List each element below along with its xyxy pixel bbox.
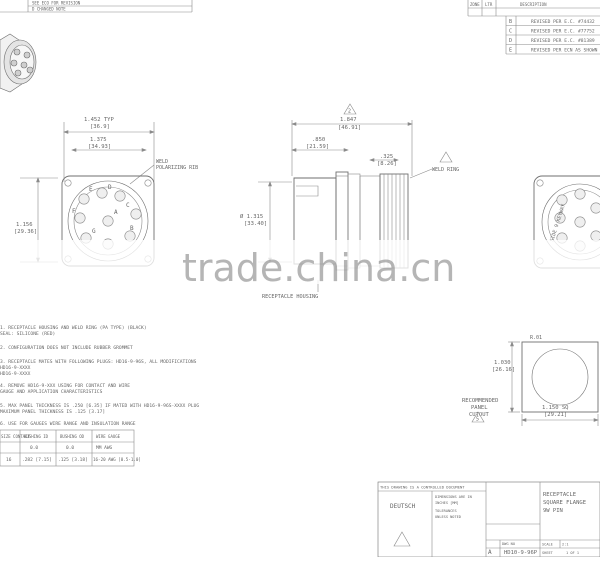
strip-label: SEE ECO FOR REVISION [32, 1, 81, 6]
pin-letter-d: D [108, 184, 112, 191]
dim-inner-mm: [34.93] [88, 144, 111, 150]
pin-letter-e: E [89, 186, 93, 193]
flag-cutout: 5 [476, 417, 479, 423]
revision-strip-top-left: SEE ECO FOR REVISION D CHANGED NOTE [0, 0, 193, 13]
rev-col-desc: DESCRIPTION [520, 2, 547, 7]
rev-desc-2: REVISED PER E.C. #77752 [531, 29, 595, 35]
tb-title-1: RECEPTACLE [543, 492, 576, 498]
dim-mid-mm: [21.59] [306, 144, 329, 150]
tb-scale-label: SCALE [542, 543, 553, 547]
note-3: 3. RECEPTACLE MATES WITH FOLLOWING PLUGS… [0, 360, 197, 365]
dim-dia-mm: [33.40] [244, 221, 267, 227]
dim-side: 1.156 [16, 222, 33, 228]
tbl-h-gauge: WIRE GAUGE [96, 434, 121, 439]
leader-label-2: POLARIZING RIB [156, 165, 198, 171]
tb-company: DEUTSCH [390, 503, 416, 510]
note-6: 6. USE FOR GAUGES WIRE RANGE AND INSULAT… [0, 422, 136, 427]
watermark: trade.china.cn [182, 246, 456, 290]
tbl-h-size: SIZE CONTACT [1, 434, 30, 439]
tb-field-2: INCHES [MM] [435, 501, 459, 505]
dim-right-mm: [8.26] [377, 161, 397, 167]
tb-sheet: 1 OF 1 [566, 551, 579, 555]
revision-block: ZONE LTR DESCRIPTION B REVISED PER E.C. … [467, 0, 600, 55]
rev-desc-3: REVISED PER E.C. #81389 [531, 38, 595, 44]
weld-ring-label: WELD RING [432, 167, 459, 173]
dim-right: .325 [380, 154, 393, 160]
cutout-label-1: RECOMMENDED [462, 398, 498, 404]
rev-ltr-3: D [509, 38, 512, 44]
pin-letter-b: B [130, 225, 134, 232]
pin-letter-a: A [114, 209, 118, 216]
cutout-label-2: PANEL [471, 405, 488, 411]
tb-sheet-label: SHEET [542, 551, 554, 555]
note-4b: GAUGE AND APPLICATION CHARACTERISTICS [0, 390, 103, 395]
dim-overall-mm: [36.9] [90, 124, 110, 130]
pin-letter-f: F [72, 208, 76, 215]
cutout-dim-h: 1.150 SQ [542, 405, 569, 411]
note-3b: HD16-9-XXXX [0, 366, 31, 371]
pin-letter-g: G [92, 228, 96, 235]
tbl-r2-size: 16 [6, 457, 12, 463]
tb-dwg-label: DWG NO [502, 542, 515, 546]
note-1b: SEAL: SILICONE (RED) [0, 332, 56, 337]
tb-field-4: UNLESS NOTED [435, 515, 461, 519]
housing-label: RECEPTACLE HOUSING [262, 294, 318, 300]
leader-label: WELD [156, 159, 168, 165]
rev-desc-1: REVISED PER E.C. #74432 [531, 19, 595, 25]
tb-title-3: 9W PIN [543, 508, 563, 514]
isometric-view [0, 33, 37, 93]
tbl-h-od: BUSHING OD [60, 434, 85, 439]
dim-mid: .850 [312, 137, 325, 143]
rev-col-zone: ZONE [470, 2, 480, 7]
dim-inner: 1.375 [90, 137, 107, 143]
tb-field-1: DIMENSIONS ARE IN [435, 495, 472, 499]
note-5: 5. MAX PANEL THICKNESS IS .250 [6.35] IF… [0, 404, 200, 409]
notes-table: SIZE CONTACT BUSHING ID BUSHING OD WIRE … [0, 429, 141, 467]
cutout-dim-h-mm: [29.21] [544, 412, 567, 418]
tb-warning: THIS DRAWING IS A CONTROLLED DOCUMENT [380, 485, 465, 490]
rev-desc-4: REVISED PER ECN AS SHOWN [531, 48, 598, 54]
note-4: 4. REMOVE HD16-9-XXX USING FOR CONTACT A… [0, 384, 130, 389]
strip-sub: D CHANGED NOTE [32, 7, 66, 12]
rev-col-ltr: LTR [485, 2, 493, 7]
pin-letter-c: C [126, 202, 130, 209]
rev-ltr-4: E [509, 48, 512, 54]
tb-scale: 2:1 [562, 543, 569, 547]
note-2: 2. CONFIGURATION DOES NOT INCLUDE RUBBER… [0, 346, 133, 351]
cutout-label-3: CUTOUT [469, 412, 490, 418]
note-5b: MAXIMUM PANEL THICKNESS IS .125 [3.17] [0, 410, 106, 415]
rev-ltr-1: B [509, 19, 512, 25]
dim-dia: Ø 1.315 [240, 213, 263, 220]
dim-side-mm: [29.36] [14, 229, 37, 235]
tbl-r1-id: 0.0 [30, 445, 38, 451]
tbl-r2-gauge: 16-20 AWG [0.5-1.0] [93, 457, 141, 462]
tbl-r2-id: .282 [7.15] [22, 457, 52, 463]
dim-top-mm: [46.91] [338, 125, 361, 131]
tb-field-3: TOLERANCES [435, 509, 457, 513]
tb-dwg-no: HD10-9-96P [504, 550, 538, 556]
watermark-band [0, 240, 600, 284]
tbl-r1-gauge: MM AWG [96, 445, 113, 451]
note-3c: HD16-9-XXXX [0, 372, 31, 377]
rev-ltr-2: C [509, 29, 512, 35]
title-block: THIS DRAWING IS A CONTROLLED DOCUMENT DE… [377, 481, 600, 558]
tbl-r2-od: .125 [3.18] [58, 457, 88, 463]
dim-top: 1.847 [340, 117, 357, 123]
flag-side-view: 2 [348, 109, 351, 115]
tbl-h-id: BUSHING ID [24, 434, 49, 439]
note-1: 1. RECEPTACLE HOUSING AND WELD RING (PA … [0, 326, 147, 331]
cutout-dim-r: R.01 [530, 335, 542, 341]
cutout-dim-v-mm: [26.16] [492, 367, 515, 373]
tb-size: A [488, 549, 492, 556]
tb-title-2: SQUARE FLANGE [543, 500, 586, 506]
cutout-dim-v: 1.030 [494, 360, 511, 366]
dim-overall: 1.452 TYP [84, 117, 114, 123]
tbl-r1-od: 0.0 [66, 445, 74, 451]
panel-cutout-view: 1.030 [26.16] R.01 1.150 SQ [29.21] RECO… [462, 335, 599, 426]
